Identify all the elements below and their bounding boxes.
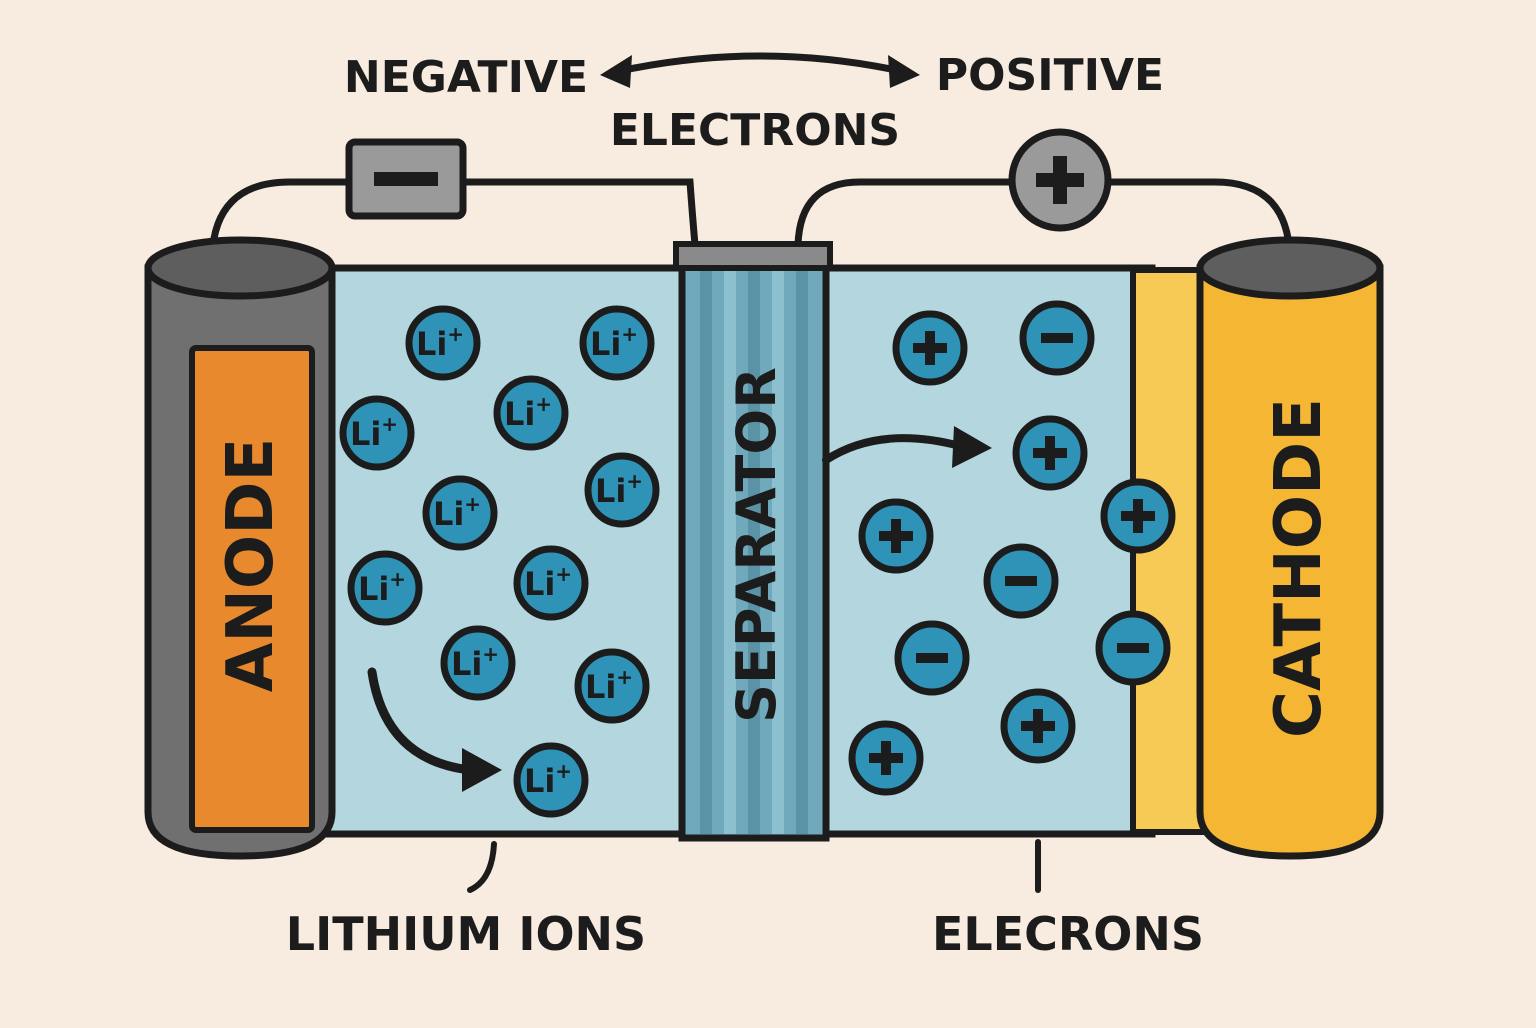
- positive-label: POSITIVE: [936, 50, 1164, 101]
- lithium-ion-icon: Li+: [440, 625, 516, 701]
- cathode-label: CATHODE: [1262, 398, 1336, 738]
- lithium-ion-icon: Li+: [339, 395, 415, 471]
- anode-cylinder: [144, 236, 336, 860]
- positive-ion-icon: [858, 498, 934, 574]
- electrons-bottom-label: ELECRONS: [932, 907, 1204, 961]
- negative-label: NEGATIVE: [344, 52, 588, 103]
- positive-wire: [794, 178, 1294, 266]
- lithium-ion-icon: Li+: [513, 742, 589, 818]
- positive-ion-icon: [1100, 478, 1176, 554]
- negative-ion-icon: [1019, 300, 1095, 376]
- negative-wire: [208, 178, 699, 266]
- lithium-ion-icon: Li+: [493, 375, 569, 451]
- electron-flow-double-arrow: [600, 52, 920, 88]
- lithium-ions-callout-line: [467, 841, 497, 893]
- cathode-cylinder: [1196, 236, 1384, 860]
- separator-label: SEPARATOR: [725, 367, 788, 723]
- lithium-ions-group: Li+Li+Li+Li+Li+Li+Li+Li+Li+Li+Li+: [339, 305, 660, 818]
- positive-ion-icon: [848, 720, 924, 796]
- negative-ion-icon: [1095, 610, 1171, 686]
- lithium-ion-icon: Li+: [579, 305, 655, 381]
- negative-terminal-icon: [345, 138, 467, 220]
- lithium-ion-icon: Li+: [584, 452, 660, 528]
- lithium-ion-icon: Li+: [574, 648, 650, 724]
- ion-transfer-arrow: [822, 426, 992, 468]
- lithium-ion-icon: Li+: [405, 305, 481, 381]
- lithium-ion-label: Li+: [590, 322, 638, 363]
- lithium-ion-icon: Li+: [513, 545, 589, 621]
- separator: [673, 241, 833, 842]
- positive-ion-icon: [1000, 688, 1076, 764]
- positive-ion-icon: [1012, 415, 1088, 491]
- positive-terminal-icon: [1008, 128, 1112, 232]
- lithium-ion-label: Li+: [585, 665, 633, 706]
- positive-ion-icon: [892, 310, 968, 386]
- electrons-top-label: ELECTRONS: [610, 105, 900, 156]
- anode-label: ANODE: [214, 438, 288, 692]
- negative-ion-icon: [983, 543, 1059, 619]
- lithium-ion-icon: Li+: [422, 475, 498, 551]
- charge-ions-group: [848, 300, 1176, 796]
- lithium-ion-icon: Li+: [347, 550, 423, 626]
- lithium-flow-arrow: [367, 667, 502, 792]
- negative-ion-icon: [894, 620, 970, 696]
- lithium-ions-label: LITHIUM IONS: [286, 907, 646, 961]
